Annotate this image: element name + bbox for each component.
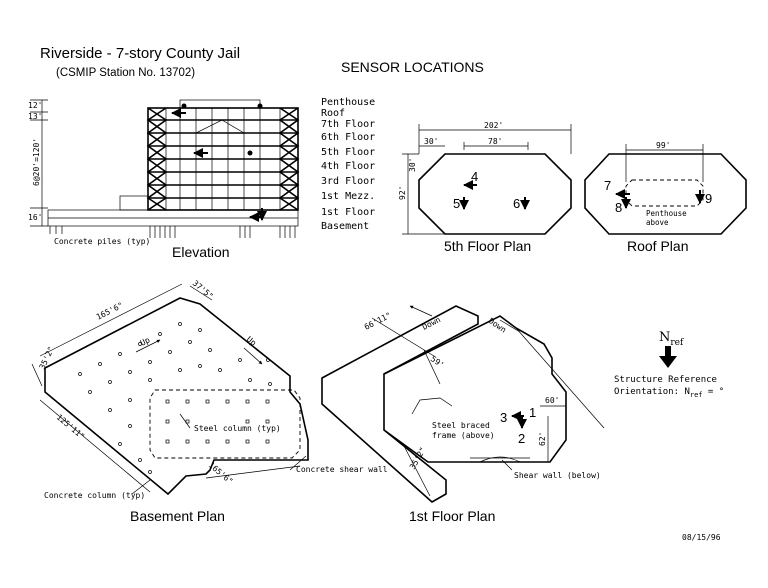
- sensor-5-label: 5: [453, 196, 460, 211]
- basement-dim-37: 37'5": [191, 279, 215, 301]
- roof-plan: 99' 7 8 9 Penthouse above Roof Plan: [584, 141, 747, 254]
- elev-dim-12: 12': [28, 101, 42, 110]
- drawing-date: 08/15/96: [682, 533, 721, 542]
- steel-column-grid: [165, 399, 270, 444]
- floor-label: 3rd Floor: [321, 176, 375, 187]
- floor-label: 1st Floor: [321, 207, 375, 218]
- reference-line-2: Orientation: Nref = °: [614, 387, 724, 399]
- elevation-view: 12' 13' 6@20'=120' 16' Concrete: [28, 99, 300, 260]
- first-dim-66: 66'11": [363, 311, 393, 332]
- basement-plan: 165'6" 37'5" 35'2" 125'11" 165'6" Up Up …: [31, 279, 388, 524]
- north-arrow-icon: [659, 346, 677, 368]
- fifth-dim-202: 202': [484, 121, 503, 130]
- first-floor-caption: 1st Floor Plan: [409, 508, 495, 524]
- sensor-1-label: 1: [529, 405, 536, 420]
- up-label: Up: [139, 335, 152, 347]
- fifth-dim-92: 92': [398, 186, 407, 200]
- sensor-6-label: 6: [513, 196, 520, 211]
- floor-label: 7th Floor: [321, 119, 375, 130]
- column-grid: [78, 322, 272, 474]
- elev-dim-13: 13': [28, 112, 42, 121]
- braced-frame-note: Steel braced: [432, 421, 490, 430]
- floor-label: 6th Floor: [321, 132, 375, 143]
- floor-label: 4th Floor: [321, 161, 375, 172]
- sensor-locations-heading: SENSOR LOCATIONS: [341, 59, 484, 75]
- first-dim-59: 59': [429, 354, 446, 370]
- fifth-floor-plan: 202' 30' 78' 30' 92' 4 5 6 5th Floor Pla…: [398, 121, 572, 254]
- sensor-8-label: 8: [615, 200, 622, 215]
- first-floor-plan: 66'11" 59' 35'2" 60' 62' Down Down 3 1 2…: [321, 305, 605, 524]
- concrete-column-note: Concrete column (typ): [44, 491, 145, 500]
- drawing-title: Riverside - 7-story County Jail: [40, 45, 240, 62]
- up-label: Up: [245, 335, 258, 348]
- fifth-dim-78: 78': [488, 137, 502, 146]
- basement-caption: Basement Plan: [130, 508, 225, 524]
- north-reference: Nref Structure Reference Orientation: Nr…: [614, 330, 724, 399]
- fifth-floor-caption: 5th Floor Plan: [444, 238, 531, 254]
- first-dim-60: 60': [545, 396, 559, 405]
- floor-label: 5th Floor: [321, 147, 375, 158]
- piles-note: Concrete piles (typ): [54, 237, 150, 246]
- sensor-4-label: 4: [471, 169, 478, 184]
- elevation-caption: Elevation: [172, 244, 230, 260]
- shear-wall-note: Concrete shear wall: [296, 465, 388, 474]
- floor-label: 1st Mezz.: [321, 191, 375, 202]
- elev-dim-16: 16': [28, 213, 42, 222]
- sensor-3-label: 3: [500, 410, 507, 425]
- basement-dim-35: 35'2": [38, 345, 56, 371]
- station-number: (CSMIP Station No. 13702): [56, 67, 195, 79]
- penthouse-note-above: above: [646, 218, 669, 227]
- basement-dim-165b: 165'6": [207, 461, 235, 486]
- roof-dim-99: 99': [656, 141, 670, 150]
- floor-label: Basement: [321, 221, 369, 232]
- floor-labels: Penthouse Roof 7th Floor 6th Floor 5th F…: [321, 97, 375, 232]
- penthouse-note: Penthouse: [646, 209, 687, 218]
- sensor-9-label: 9: [705, 191, 712, 206]
- shear-wall-below-note: Shear wall (below): [514, 471, 601, 480]
- floor-label: Roof: [321, 108, 345, 119]
- fifth-dim-30a: 30': [424, 137, 438, 146]
- n-ref-label: Nref: [659, 330, 684, 348]
- down-label: Down: [421, 315, 442, 332]
- basement-dim-165a: 165'6": [95, 301, 125, 322]
- sensor-2-label: 2: [518, 431, 525, 446]
- steel-column-note: Steel column (typ): [194, 424, 281, 433]
- sensor-7-label: 7: [604, 178, 611, 193]
- braced-frame-note-2: frame (above): [432, 431, 495, 440]
- basement-dim-125: 125'11": [55, 413, 87, 442]
- elev-dim-6at20: 6@20'=120': [32, 138, 41, 186]
- first-dim-62: 62': [538, 432, 547, 446]
- fifth-dim-30b: 30': [408, 158, 417, 172]
- roof-caption: Roof Plan: [627, 238, 688, 254]
- floor-label: Penthouse: [321, 97, 375, 108]
- reference-line-1: Structure Reference: [614, 375, 717, 385]
